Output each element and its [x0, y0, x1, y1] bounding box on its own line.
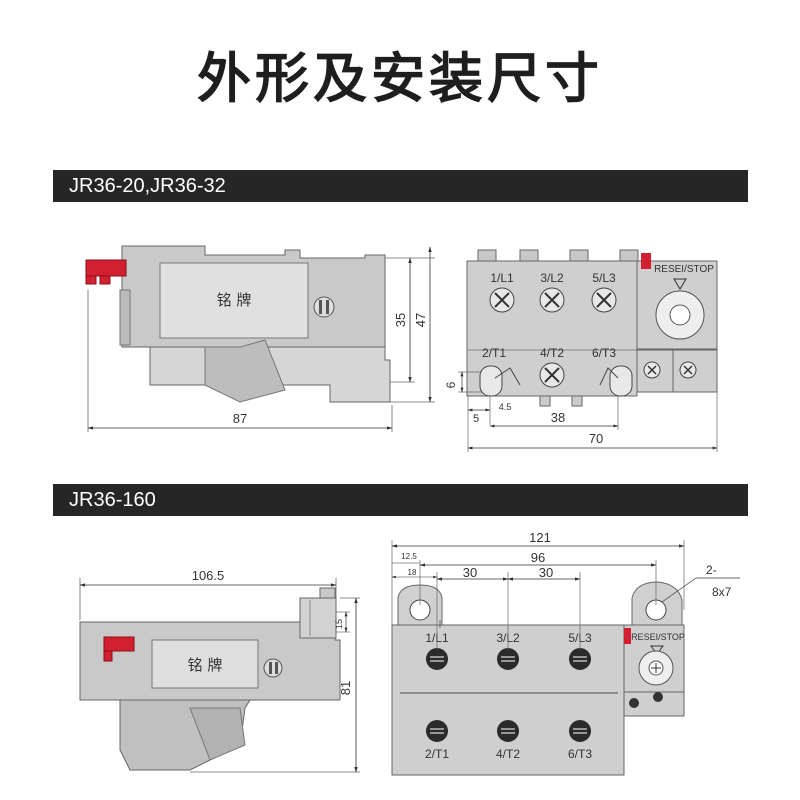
bottom-front-reset-label: RESEI/STOP [631, 632, 685, 642]
top-front-dim-38: 38 [551, 410, 565, 425]
bottom-side-nameplate: 铭 牌 [188, 656, 223, 674]
top-front-term-bot-1: 2/T1 [482, 346, 506, 360]
top-side-view: 铭 牌 87 35 47 [85, 245, 435, 432]
top-side-dim-width: 87 [233, 411, 247, 426]
bottom-front-dim-18: 18 [408, 568, 417, 577]
bottom-front-view: 1/L1 3/L2 5/L3 2/T1 4/T2 6/T3 RESEI/STOP… [391, 530, 740, 776]
top-side-dim-h1: 35 [393, 313, 408, 327]
bottom-front-hole-count: 2- [706, 563, 717, 577]
top-front-reset-label: RESEI/STOP [654, 264, 714, 275]
screw-icon [489, 287, 617, 313]
top-front-dim-45: 4.5 [499, 402, 512, 412]
section-header-jr36-20-32: JR36-20,JR36-32 [53, 170, 748, 202]
top-front-dim-6: 6 [444, 381, 458, 388]
bottom-front-dim-30a: 30 [463, 565, 477, 580]
bottom-side-dim-width: 106.5 [192, 568, 225, 583]
top-front-term-top-1: 1/L1 [490, 271, 514, 285]
top-front-view: 1/L1 3/L2 5/L3 2/T1 4/T2 6/T3 RESEI/STOP [444, 249, 718, 452]
top-front-term-top-3: 5/L3 [592, 271, 616, 285]
top-front-dim-70: 70 [589, 431, 603, 446]
top-side-nameplate: 铭 牌 [217, 291, 252, 309]
bottom-side-dim-15: 15 [334, 619, 344, 629]
top-front-term-bot-3: 6/T3 [592, 346, 616, 360]
bottom-front-dim-96: 96 [531, 550, 545, 565]
top-front-term-top-2: 3/L2 [540, 271, 564, 285]
top-front-dim-5: 5 [473, 413, 479, 425]
bottom-side-view: 铭 牌 106.5 15 81 [79, 568, 360, 773]
bottom-side-dim-height: 81 [338, 681, 353, 695]
bottom-front-term-bot-1: 2/T1 [425, 747, 449, 761]
screw-icon [539, 362, 565, 388]
bottom-front-term-bot-3: 6/T3 [568, 747, 592, 761]
bottom-front-hole-size: 8x7 [712, 585, 732, 599]
bottom-front-dim-125: 12.5 [401, 552, 417, 561]
top-side-dim-h2: 47 [413, 313, 428, 327]
top-front-term-bot-2: 4/T2 [540, 346, 564, 360]
page-title: 外形及安装尺寸 [197, 47, 603, 110]
screw-icon [426, 648, 591, 742]
bottom-front-dim-30b: 30 [539, 565, 553, 580]
bottom-front-dim-121: 121 [529, 530, 551, 545]
bottom-front-term-bot-2: 4/T2 [496, 747, 520, 761]
section-header-jr36-160: JR36-160 [53, 484, 748, 516]
